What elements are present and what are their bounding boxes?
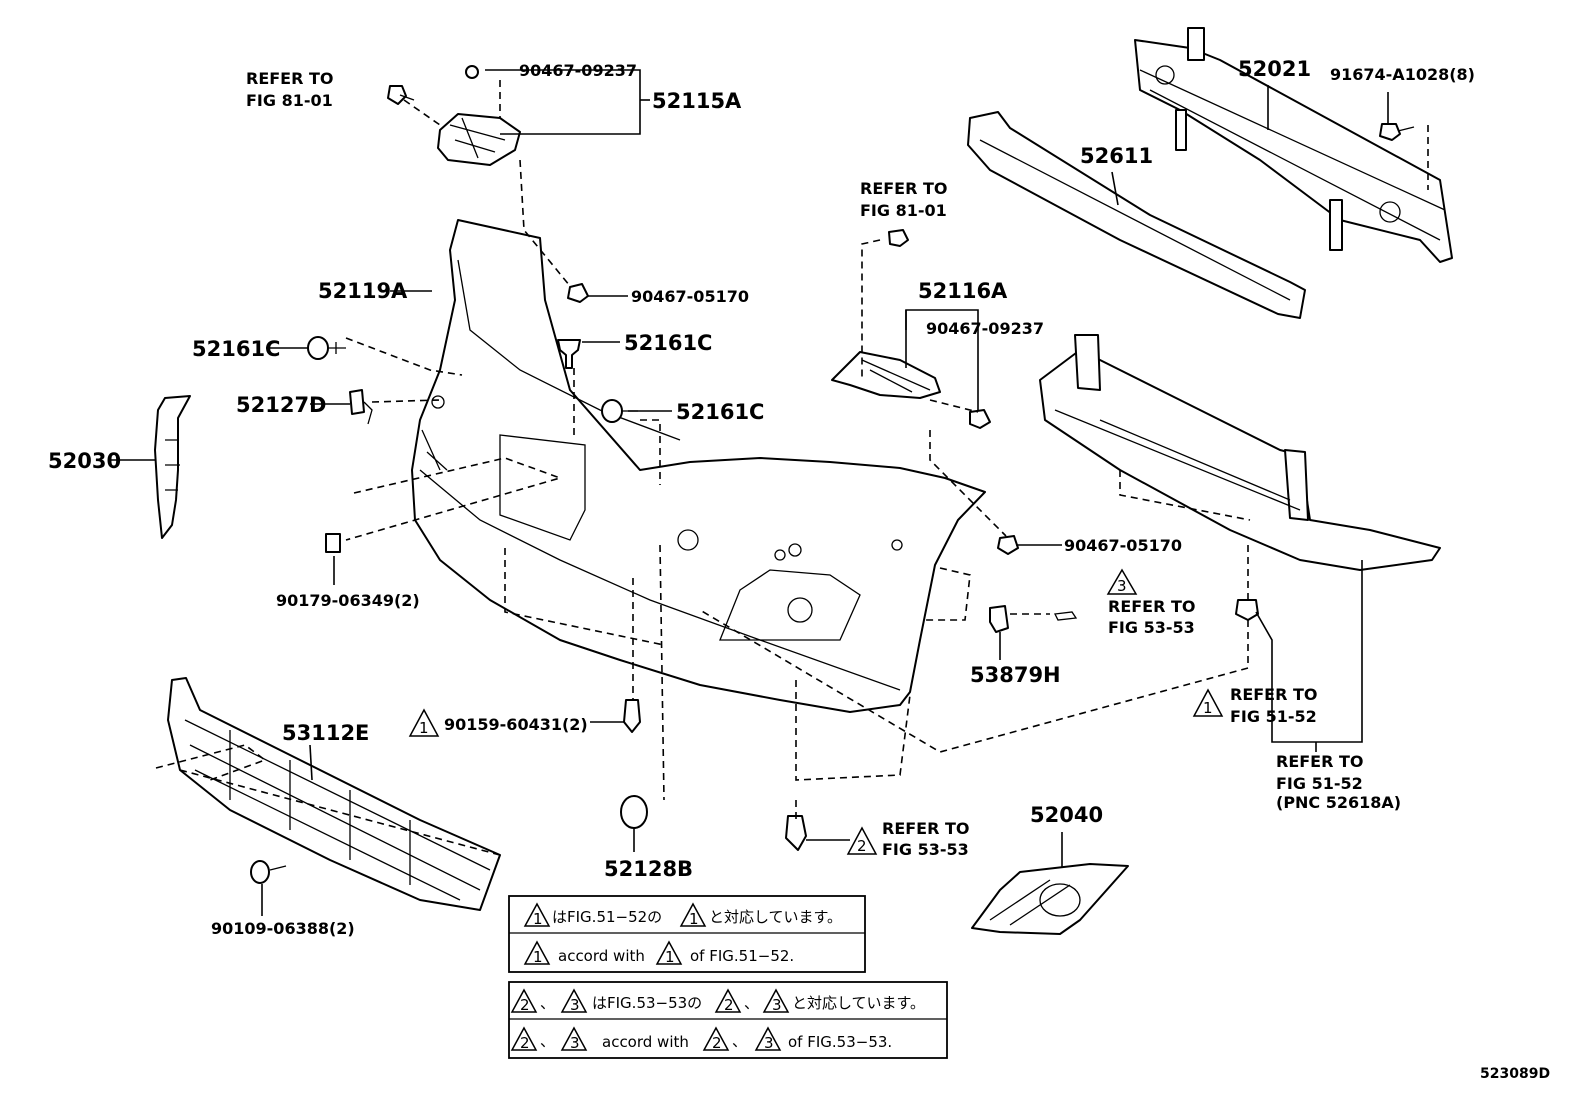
bolt-icon <box>888 229 909 247</box>
part-number-label: 52119A <box>318 279 408 303</box>
svg-text:3: 3 <box>570 1034 580 1052</box>
svg-text:2: 2 <box>712 1034 722 1052</box>
part-number-label: 91674-A1028(8) <box>1330 65 1475 84</box>
refer-label: FIG 51-52 <box>1276 774 1363 793</box>
clip-icon <box>307 336 346 360</box>
under-cover-drawing <box>1039 334 1441 571</box>
part-number-label: 90109-06388(2) <box>211 919 355 938</box>
bolt-icon <box>387 85 415 105</box>
grille-53112E-drawing <box>167 677 501 911</box>
svg-text:、: 、 <box>540 1032 555 1050</box>
refer-label: REFER TO <box>1108 597 1196 616</box>
note-box-fig-53-53: 2 、 3 はFIG.53−53の 2 、 3 と対応しています。 2 、 3 … <box>508 981 948 1059</box>
refer-label: FIG 53-53 <box>1108 618 1195 637</box>
part-number-label: 52127D <box>236 393 327 417</box>
refer-label: FIG 81-01 <box>246 91 333 110</box>
part-number-label: 90467-09237 <box>519 61 637 80</box>
part-number-label: 90467-05170 <box>1064 536 1182 555</box>
svg-text:of FIG.51−52.: of FIG.51−52. <box>690 947 794 965</box>
svg-text:1: 1 <box>533 910 543 928</box>
svg-text:1: 1 <box>665 948 675 966</box>
figure-id: 523089D <box>1480 1066 1550 1082</box>
part-number-label: 52128B <box>604 857 693 881</box>
refer-label: REFER TO <box>1230 685 1318 704</box>
part-number-label: 52611 <box>1080 144 1153 168</box>
svg-text:、: 、 <box>744 994 759 1012</box>
part-number-label: 52161C <box>676 400 764 424</box>
part-number-label: 53112E <box>282 721 369 745</box>
note-box-fig-51-52: 1 はFIG.51−52の 1 と対応しています。 1 accord with … <box>508 895 866 973</box>
refer-label: REFER TO <box>246 69 334 88</box>
part-number-label: 52040 <box>1030 803 1103 827</box>
reinforcement-52021-drawing <box>1134 27 1453 263</box>
bolt-icon <box>250 860 287 884</box>
side-retainer-52030-drawing <box>154 395 191 539</box>
svg-text:1: 1 <box>689 910 699 928</box>
refer-label: FIG 53-53 <box>882 840 969 859</box>
svg-text:3: 3 <box>764 1034 774 1052</box>
clip-icon <box>567 283 589 303</box>
refer-label: REFER TO <box>1276 752 1364 771</box>
absorber-52611-drawing <box>967 111 1306 319</box>
svg-text:2: 2 <box>857 837 867 855</box>
part-number-label: 52115A <box>652 89 742 113</box>
bracket-52116A-drawing <box>831 351 941 399</box>
bumper-cover-drawing <box>411 219 986 713</box>
part-number-label: 52161C <box>624 331 712 355</box>
part-number-label: 90467-09237 <box>926 319 1044 338</box>
bolt-icon <box>1379 123 1415 141</box>
warning-triangle-icon: 3 <box>1106 568 1138 595</box>
warning-triangle-icon: 2 <box>846 826 878 855</box>
fog-cover-52040-drawing <box>971 863 1129 935</box>
part-number-label: 90179-06349(2) <box>276 591 420 610</box>
sensor-bracket-53879H-drawing <box>989 605 1078 633</box>
svg-text:1: 1 <box>1203 699 1213 717</box>
svg-text:2: 2 <box>520 996 530 1014</box>
svg-text:3: 3 <box>1117 577 1127 595</box>
svg-text:3: 3 <box>772 996 782 1014</box>
svg-text:、: 、 <box>732 1032 747 1050</box>
part-number-label: 90467-05170 <box>631 287 749 306</box>
svg-text:と対応しています。: と対応しています。 <box>792 994 925 1012</box>
svg-text:2: 2 <box>520 1034 530 1052</box>
warning-triangle-icon: 1 <box>1192 688 1224 717</box>
part-number-label: 52161C <box>192 337 280 361</box>
bolt-icon <box>623 699 641 733</box>
svg-text:と対応しています。: と対応しています。 <box>709 908 842 926</box>
bracket-52115A-drawing <box>437 65 521 166</box>
part-number-label: 52116A <box>918 279 1008 303</box>
warning-triangle-icon: 1 <box>408 708 440 737</box>
refer-label: FIG 81-01 <box>860 201 947 220</box>
svg-text:2: 2 <box>724 996 734 1014</box>
refer-label: REFER TO <box>860 179 948 198</box>
svg-text:accord with: accord with <box>602 1033 689 1051</box>
svg-text:、: 、 <box>540 994 555 1012</box>
refer-label: (PNC 52618A) <box>1276 793 1401 812</box>
clip-icon <box>997 535 1019 555</box>
refer-label: FIG 51-52 <box>1230 707 1317 726</box>
svg-text:accord with: accord with <box>558 947 645 965</box>
svg-text:3: 3 <box>570 996 580 1014</box>
clip-icon <box>785 815 807 851</box>
clip-52127D-drawing <box>349 389 373 425</box>
svg-text:はFIG.51−52の: はFIG.51−52の <box>552 908 662 926</box>
cap-52128B-drawing <box>620 795 648 829</box>
svg-text:1: 1 <box>533 948 543 966</box>
clip-icon <box>557 339 581 369</box>
clip-icon <box>1235 599 1259 621</box>
part-number-label: 90159-60431(2) <box>444 715 588 734</box>
part-number-label: 52021 <box>1238 57 1311 81</box>
svg-text:はFIG.53−53の: はFIG.53−53の <box>592 994 702 1012</box>
nut-icon <box>325 533 341 553</box>
svg-text:of FIG.53−53.: of FIG.53−53. <box>788 1033 892 1051</box>
refer-label: REFER TO <box>882 819 970 838</box>
part-number-label: 52030 <box>48 449 121 473</box>
part-number-label: 53879H <box>970 663 1061 687</box>
svg-text:1: 1 <box>419 719 429 737</box>
bolt-icon <box>969 409 991 429</box>
